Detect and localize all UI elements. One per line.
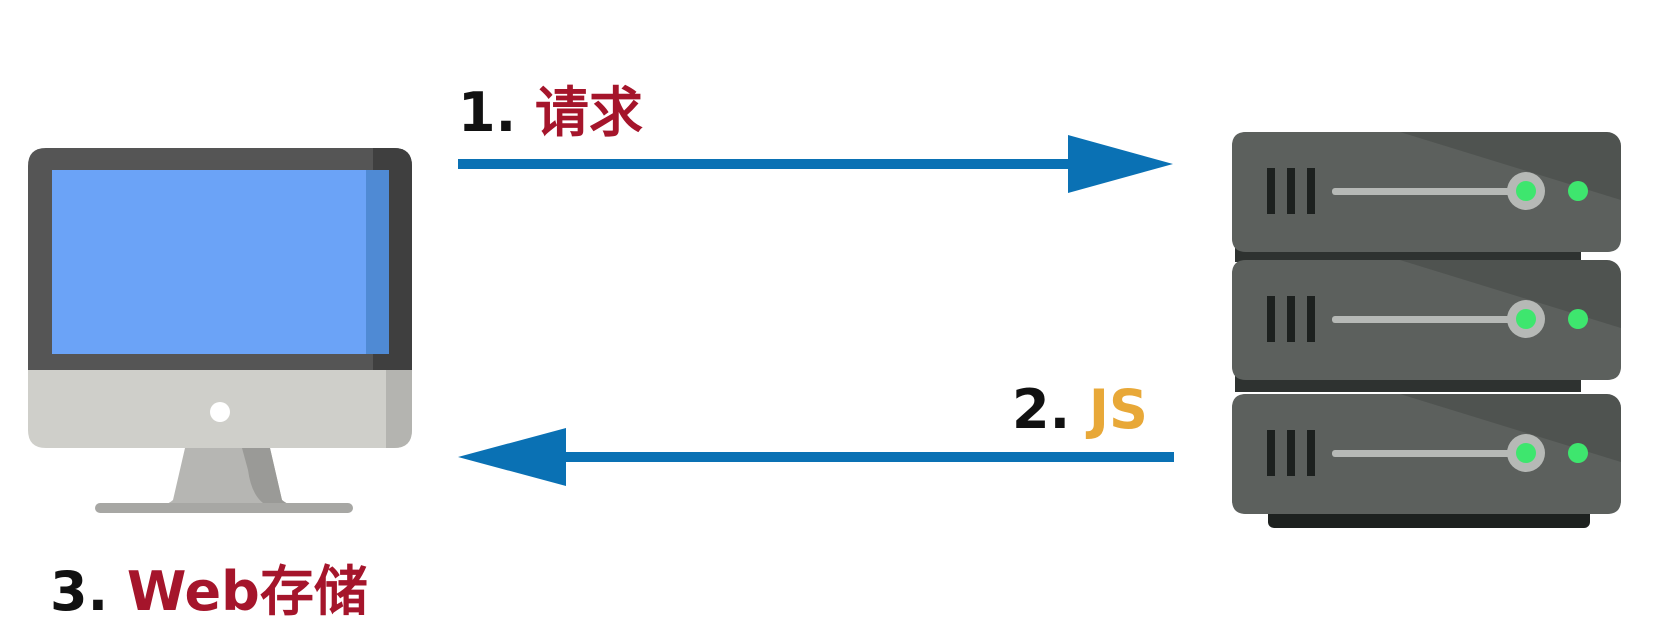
response-arrow bbox=[458, 428, 1174, 486]
step-2-js-label: 2. JS bbox=[1012, 383, 1148, 437]
step-3-storage-label: 3. Web存储 bbox=[50, 565, 368, 619]
monitor-screen bbox=[52, 170, 389, 354]
step-1-request-label: 1. 请求 bbox=[458, 86, 643, 140]
server-unit-3 bbox=[1232, 394, 1621, 528]
request-arrow bbox=[458, 135, 1173, 193]
server-unit-1 bbox=[1232, 132, 1621, 262]
server-rack-icon bbox=[1232, 132, 1621, 528]
step-3-text: Web存储 bbox=[126, 560, 368, 623]
step-2-text: JS bbox=[1088, 378, 1148, 441]
step-1-text: 请求 bbox=[534, 81, 643, 144]
step-3-number: 3. bbox=[50, 560, 109, 623]
step-1-number: 1. bbox=[458, 81, 517, 144]
server-unit-2 bbox=[1232, 260, 1621, 392]
desktop-monitor-icon bbox=[28, 148, 412, 513]
step-2-number: 2. bbox=[1012, 378, 1071, 441]
